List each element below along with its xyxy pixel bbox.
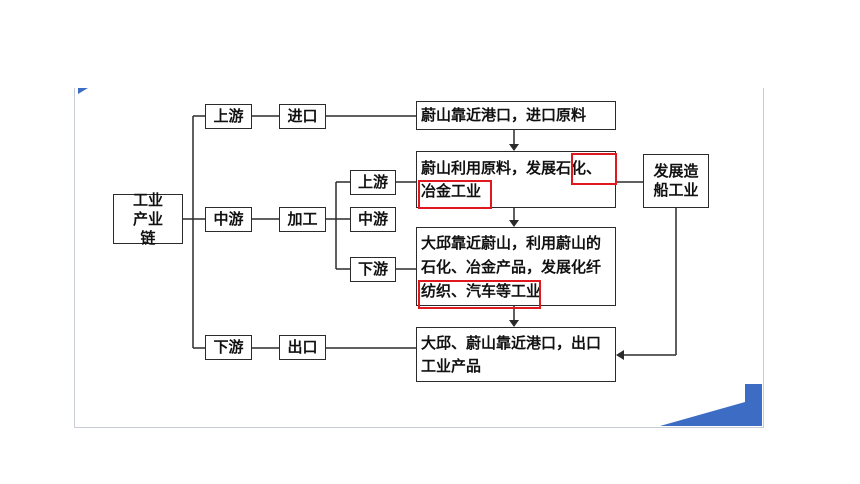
highlight-metallurgy [418,180,492,209]
shipbuilding-node: 发展造船工业 [643,154,709,208]
process-description: 蔚山利用原料，发展石化、冶金工业 [416,151,616,208]
corner-accent [78,88,88,94]
sub-upstream-node: 上游 [350,170,396,195]
downstream-description: 大邱靠近蔚山，利用蔚山的石化、冶金产品，发展化纤纺织、汽车等工业 [416,227,616,306]
sub-midstream-node: 中游 [350,207,396,232]
sub-downstream-node: 下游 [350,257,396,282]
highlight-textile-auto [418,280,541,309]
export-node: 出口 [279,335,326,360]
export-description: 大邱、蔚山靠近港口，出口工业产品 [416,327,616,382]
upstream-node: 上游 [205,104,252,129]
import-node: 进口 [279,104,326,129]
root-node: 工业产业链 [113,191,183,247]
downstream-node: 下游 [205,335,252,360]
midstream-node: 中游 [205,207,252,232]
process-node: 加工 [279,207,326,232]
import-description: 蔚山靠近港口，进口原料 [416,101,616,130]
slide-frame [74,88,764,428]
highlight-petrochemical [571,153,617,185]
